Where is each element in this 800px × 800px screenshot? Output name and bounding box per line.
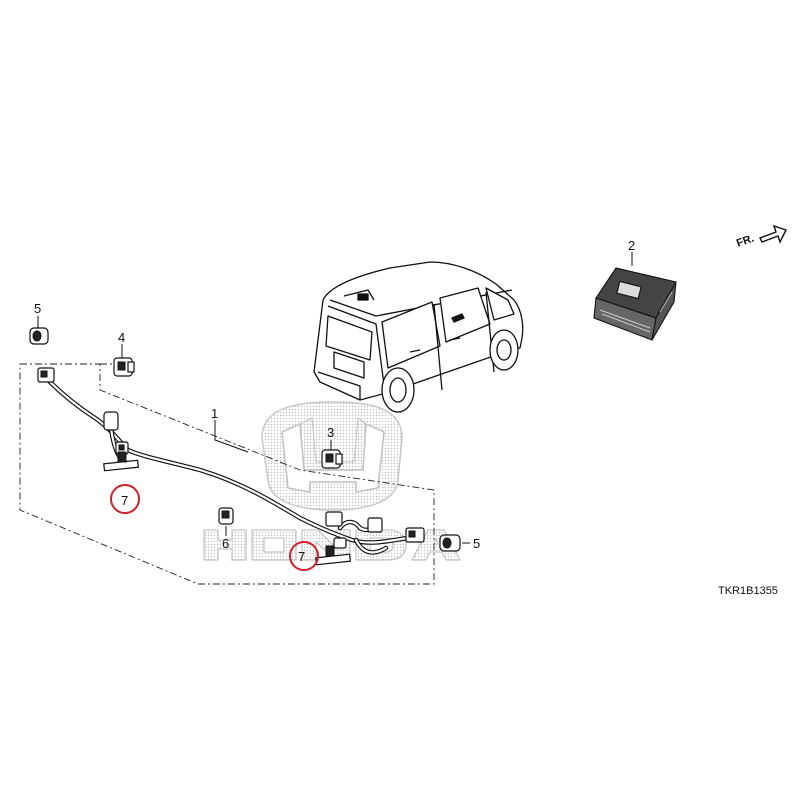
callout-1[interactable]: 1 [211, 406, 218, 421]
callout-labels: 1 2 3 4 5 5 6 7 7 [34, 238, 635, 564]
sensor-retainer-left [29, 327, 49, 345]
parking-sensor-6 [218, 507, 234, 525]
vehicle-illustration [313, 261, 524, 413]
callout-5-right[interactable]: 5 [473, 536, 480, 551]
highlight-circle-right [289, 541, 319, 571]
callout-7-right[interactable]: 7 [298, 549, 305, 564]
callout-3[interactable]: 3 [327, 425, 334, 440]
harness-clip-left [103, 451, 139, 472]
callout-6[interactable]: 6 [222, 536, 229, 551]
harness-connector-left [37, 367, 55, 383]
callout-2[interactable]: 2 [628, 238, 635, 253]
parking-sensor-3 [321, 449, 343, 469]
drawing-code: TKR1B1355 [718, 585, 778, 597]
highlight-circle-left [110, 484, 140, 514]
highlight-circles [110, 484, 319, 571]
callout-4[interactable]: 4 [118, 330, 125, 345]
sensor-retainer-right [439, 534, 461, 552]
leader-lines [37, 252, 633, 544]
direction-label: FR. [735, 232, 756, 249]
harness-connector-middle [103, 411, 129, 455]
control-unit-2 [593, 267, 677, 341]
harness-connector-right [325, 511, 425, 549]
front-direction-arrow: FR. [735, 224, 787, 250]
callout-5-left[interactable]: 5 [34, 301, 41, 316]
callout-7-left[interactable]: 7 [121, 493, 128, 508]
parking-sensor-4 [113, 357, 135, 377]
